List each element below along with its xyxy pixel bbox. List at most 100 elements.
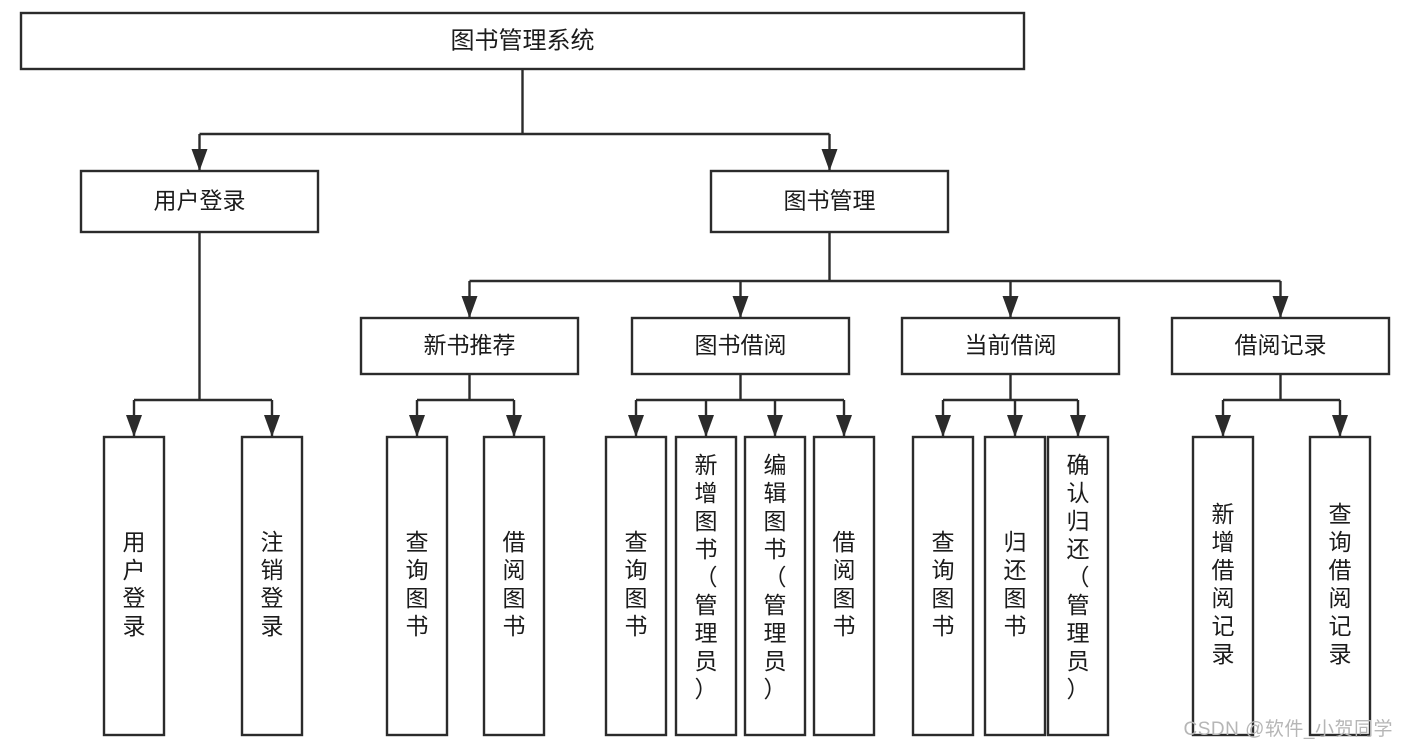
svg-text:借: 借	[1212, 557, 1235, 583]
svg-text:员: 员	[764, 648, 787, 674]
svg-text:询: 询	[1329, 529, 1352, 555]
arrow-head-icon	[698, 415, 714, 437]
arrow-head-icon	[821, 149, 838, 171]
arrow-head-icon	[264, 415, 280, 437]
svg-text:管: 管	[695, 592, 718, 618]
svg-text:借: 借	[1329, 557, 1352, 583]
svg-text:用: 用	[123, 529, 146, 555]
svg-text:查: 查	[625, 529, 648, 555]
svg-text:户: 户	[123, 557, 146, 583]
svg-text:理: 理	[764, 620, 787, 646]
arrow-head-icon	[1215, 415, 1231, 437]
svg-text:借: 借	[503, 529, 526, 555]
svg-text:注: 注	[261, 529, 284, 555]
node-box-leaf-borrow-book-1[interactable]	[482, 435, 546, 737]
svg-text:阅: 阅	[1329, 585, 1352, 611]
svg-text:）: ）	[695, 676, 718, 702]
svg-text:登: 登	[123, 585, 146, 611]
node-box-leaf-query-book-2[interactable]	[604, 435, 668, 737]
svg-text:编: 编	[764, 452, 787, 478]
arrow-head-icon	[1272, 296, 1289, 318]
svg-text:询: 询	[932, 557, 955, 583]
svg-text:）: ）	[1067, 676, 1090, 702]
node-box-root[interactable]	[19, 11, 1026, 71]
node-box-book-manage[interactable]	[709, 169, 950, 234]
svg-text:员: 员	[1067, 648, 1090, 674]
svg-text:新: 新	[1212, 501, 1235, 527]
labels-layer: 图书管理系统用户登录图书管理新书推荐图书借阅当前借阅借阅记录用户登录注销登录查询…	[123, 27, 1352, 702]
node-label-user-login: 用户登录	[154, 188, 246, 214]
node-box-leaf-add-book[interactable]	[674, 435, 738, 737]
svg-text:书: 书	[1004, 613, 1027, 639]
node-box-current-borrow[interactable]	[900, 316, 1121, 376]
node-box-leaf-query-book-3[interactable]	[911, 435, 975, 737]
svg-text:）: ）	[764, 676, 787, 702]
arrow-head-icon	[628, 415, 644, 437]
svg-text:图: 图	[764, 508, 787, 534]
svg-text:登: 登	[261, 585, 284, 611]
svg-text:新: 新	[695, 452, 718, 478]
node-box-leaf-user-logout[interactable]	[240, 435, 304, 737]
node-box-leaf-query-book-1[interactable]	[385, 435, 449, 737]
svg-text:认: 认	[1067, 480, 1090, 506]
csdn-watermark: CSDN @软件_小贺同学	[1183, 719, 1393, 740]
node-label-book-manage: 图书管理	[784, 188, 876, 214]
svg-text:理: 理	[695, 620, 718, 646]
svg-text:录: 录	[261, 613, 284, 639]
node-box-leaf-borrow-book-2[interactable]	[812, 435, 876, 737]
svg-text:录: 录	[123, 613, 146, 639]
node-box-user-login[interactable]	[79, 169, 320, 234]
svg-text:辑: 辑	[764, 480, 787, 506]
arrow-head-icon	[1332, 415, 1348, 437]
svg-text:阅: 阅	[833, 557, 856, 583]
arrow-head-icon	[1007, 415, 1023, 437]
svg-text:图: 图	[833, 585, 856, 611]
svg-text:查: 查	[1329, 501, 1352, 527]
node-box-new-book-recommend[interactable]	[359, 316, 580, 376]
svg-text:图: 图	[503, 585, 526, 611]
node-box-leaf-add-borrow-record[interactable]	[1191, 435, 1255, 737]
node-label-new-book-recommend: 新书推荐	[424, 332, 516, 358]
connectors-layer	[126, 69, 1348, 437]
node-box-leaf-query-borrow-record[interactable]	[1308, 435, 1372, 737]
svg-text:销: 销	[261, 557, 284, 583]
svg-text:记: 记	[1212, 613, 1235, 639]
svg-text:书: 书	[503, 613, 526, 639]
node-label-book-borrow: 图书借阅	[695, 332, 787, 358]
arrow-head-icon	[1070, 415, 1086, 437]
svg-text:书: 书	[695, 536, 718, 562]
svg-text:书: 书	[932, 613, 955, 639]
svg-text:管: 管	[1067, 592, 1090, 618]
svg-text:还: 还	[1067, 536, 1090, 562]
svg-text:查: 查	[932, 529, 955, 555]
svg-text:书: 书	[833, 613, 856, 639]
node-box-leaf-edit-book[interactable]	[743, 435, 807, 737]
svg-text:书: 书	[406, 613, 429, 639]
svg-text:归: 归	[1004, 529, 1027, 555]
arrow-head-icon	[767, 415, 783, 437]
node-box-leaf-user-login[interactable]	[102, 435, 166, 737]
svg-text:查: 查	[406, 529, 429, 555]
svg-text:确: 确	[1067, 452, 1090, 478]
node-box-book-borrow[interactable]	[630, 316, 851, 376]
node-label-borrow-record: 借阅记录	[1235, 332, 1327, 358]
svg-text:（: （	[764, 564, 787, 590]
node-box-leaf-confirm-return[interactable]	[1046, 435, 1110, 737]
node-box-leaf-return-book[interactable]	[983, 435, 1047, 737]
svg-text:管: 管	[764, 592, 787, 618]
svg-text:（: （	[1067, 564, 1090, 590]
svg-text:记: 记	[1329, 613, 1352, 639]
node-label-root: 图书管理系统	[451, 27, 595, 54]
node-box-borrow-record[interactable]	[1170, 316, 1391, 376]
svg-text:阅: 阅	[503, 557, 526, 583]
svg-text:图: 图	[932, 585, 955, 611]
arrow-head-icon	[836, 415, 852, 437]
